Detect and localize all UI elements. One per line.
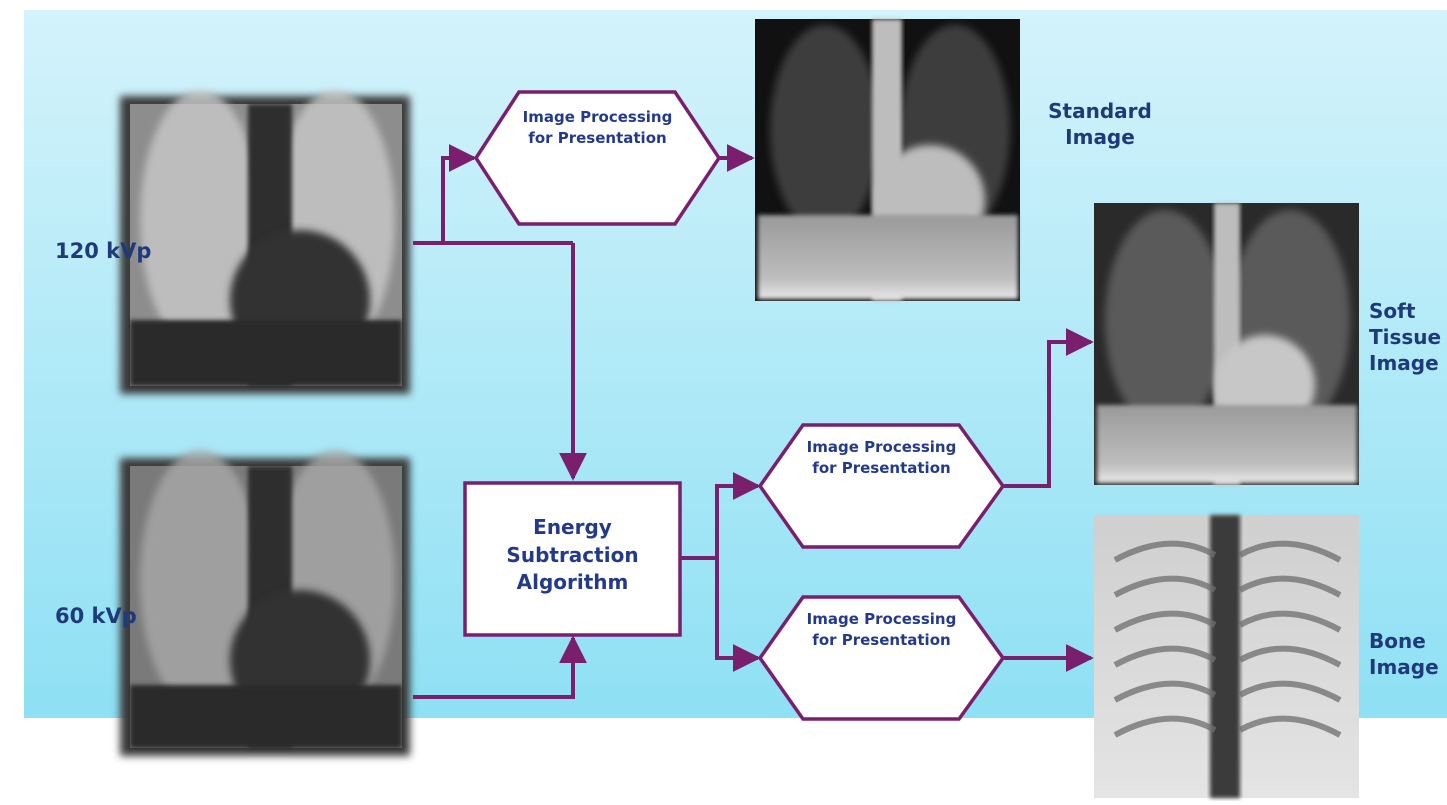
label-120kvp: 120 kVp <box>55 238 125 265</box>
label-60kvp: 60 kVp <box>55 603 125 630</box>
label-bone-image: Bone Image <box>1369 628 1447 680</box>
label-standard-image: Standard Image <box>1040 98 1160 150</box>
processing-label-soft: Image Processing for Presentation <box>804 437 959 479</box>
bone-output-image <box>1094 515 1359 798</box>
label-soft-tissue-image: Soft Tissue Image <box>1369 298 1447 376</box>
soft-tissue-output-image <box>1094 203 1359 485</box>
processing-label-bone: Image Processing for Presentation <box>804 609 959 651</box>
xray-60kvp-image <box>120 450 410 756</box>
algorithm-label: Energy Subtraction Algorithm <box>477 514 668 597</box>
standard-output-image <box>755 19 1020 301</box>
xray-120kvp-image <box>120 90 410 394</box>
processing-label-top: Image Processing for Presentation <box>520 107 675 149</box>
